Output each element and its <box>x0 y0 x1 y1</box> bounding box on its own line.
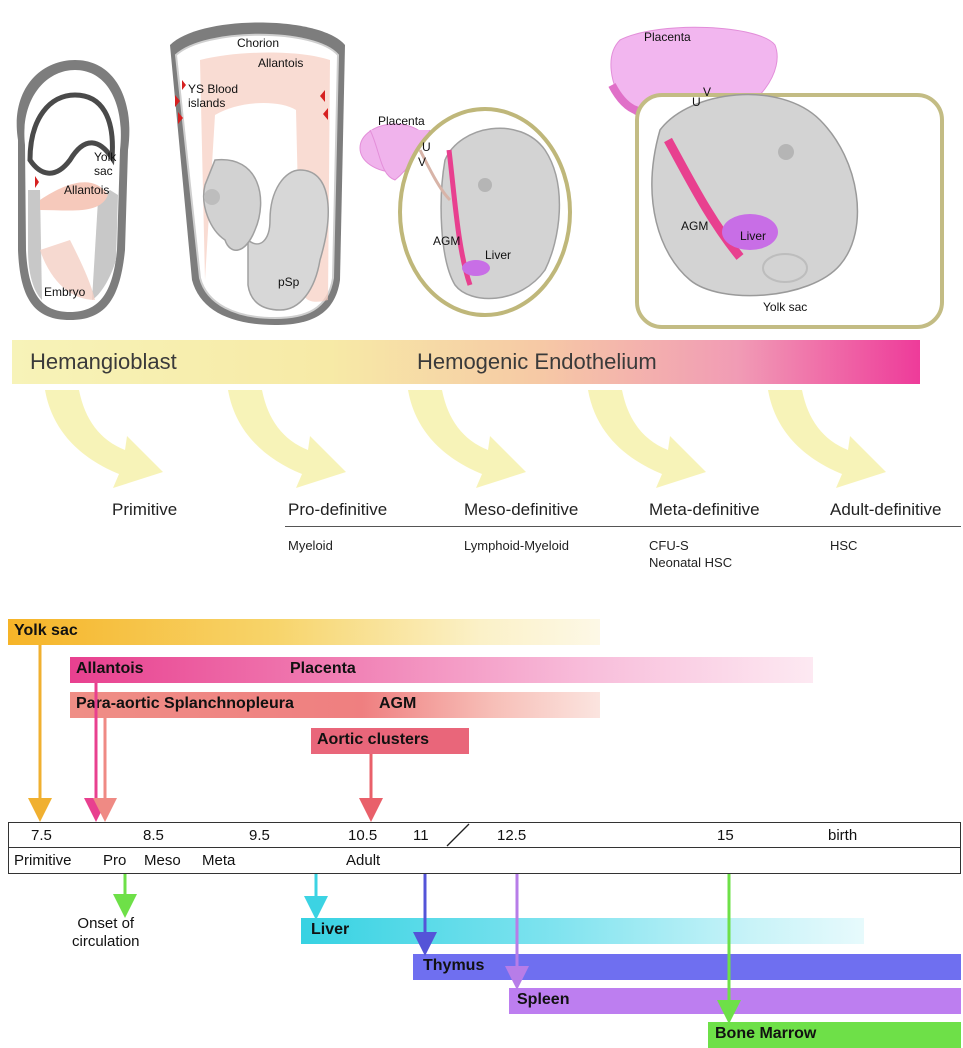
label-bone-marrow: Bone Marrow <box>715 1025 816 1043</box>
label-hemangioblast: Hemangioblast <box>30 349 177 375</box>
day-10-5: 10.5 <box>348 827 377 844</box>
bar-thymus <box>413 954 961 980</box>
day-9-5: 9.5 <box>249 827 270 844</box>
embryo-illustrations <box>0 0 963 330</box>
label-e1-yolk-sac: Yolk sac <box>94 150 116 178</box>
label-aortic-clusters: Aortic clusters <box>317 731 429 749</box>
arrow-to-adult-definitive <box>768 390 886 488</box>
arrow-to-pro-definitive <box>228 390 346 488</box>
stage-primitive: Primitive <box>112 500 177 520</box>
label-agm: AGM <box>379 695 416 713</box>
timeline-stage-primitive: Primitive <box>14 852 72 869</box>
differentiation-arrows <box>0 384 963 504</box>
bar-allantois-placenta <box>70 657 813 683</box>
label-onset-of-circulation: Onset of circulation <box>72 915 140 951</box>
day-11: 11 <box>413 827 429 844</box>
label-allantois: Allantois <box>76 660 144 678</box>
label-e4-v: V <box>703 85 711 99</box>
timeline-stage-adult: Adult <box>346 852 380 869</box>
label-e2-allantois: Allantois <box>258 56 303 70</box>
label-e2-chorion: Chorion <box>237 36 279 50</box>
label-yolk-sac: Yolk sac <box>14 622 78 640</box>
label-thymus: Thymus <box>423 957 484 975</box>
label-e4-agm: AGM <box>681 219 708 233</box>
embryo-e11-illustration <box>611 27 942 327</box>
cells-pro-definitive: Myeloid <box>288 537 333 554</box>
day-7-5: 7.5 <box>31 827 52 844</box>
day-birth: birth <box>828 827 857 844</box>
bar-yolk-sac <box>8 619 600 645</box>
cells-meta-definitive: CFU-S Neonatal HSC <box>649 537 732 571</box>
bar-spleen <box>509 988 961 1014</box>
label-e4-u: U <box>692 95 701 109</box>
label-placenta: Placenta <box>290 660 356 678</box>
stage-adult-definitive: Adult-definitive <box>830 500 942 520</box>
stage-meta-definitive: Meta-definitive <box>649 500 760 520</box>
timeline-break-mark <box>445 822 475 848</box>
label-e3-liver: Liver <box>485 248 511 262</box>
day-8-5: 8.5 <box>143 827 164 844</box>
label-hemogenic-endothelium: Hemogenic Endothelium <box>417 349 657 375</box>
label-e4-liver: Liver <box>740 229 766 243</box>
label-e2-ys-blood-islands: YS Blood islands <box>188 82 238 110</box>
day-15: 15 <box>717 827 734 844</box>
label-liver: Liver <box>311 921 349 939</box>
label-e3-v: V <box>418 155 426 169</box>
stage-divider-line <box>285 526 961 527</box>
timeline-stage-pro: Pro <box>103 852 126 869</box>
arrow-to-primitive <box>45 390 163 488</box>
label-e1-embryo: Embryo <box>44 285 85 299</box>
label-spleen: Spleen <box>517 991 569 1009</box>
day-12-5: 12.5 <box>497 827 526 844</box>
label-e3-placenta: Placenta <box>378 114 425 128</box>
label-e4-yolk-sac: Yolk sac <box>763 300 807 314</box>
label-e3-agm: AGM <box>433 234 460 248</box>
timeline-divider <box>8 847 961 848</box>
timeline-stage-meta: Meta <box>202 852 235 869</box>
stage-meso-definitive: Meso-definitive <box>464 500 578 520</box>
arrow-to-meso-definitive <box>408 390 526 488</box>
label-e2-psp: pSp <box>278 275 299 289</box>
label-e3-u: U <box>422 140 431 154</box>
label-e4-placenta: Placenta <box>644 30 691 44</box>
embryo-e9-illustration <box>360 109 570 315</box>
cells-meso-definitive: Lymphoid-Myeloid <box>464 537 569 554</box>
label-para-aortic-splanchnopleura: Para-aortic Splanchnopleura <box>76 695 294 713</box>
timeline-stage-meso: Meso <box>144 852 181 869</box>
cells-adult-definitive: HSC <box>830 537 857 554</box>
arrow-to-meta-definitive <box>588 390 706 488</box>
stage-pro-definitive: Pro-definitive <box>288 500 387 520</box>
label-e1-allantois: Allantois <box>64 183 109 197</box>
bar-liver <box>301 918 864 944</box>
